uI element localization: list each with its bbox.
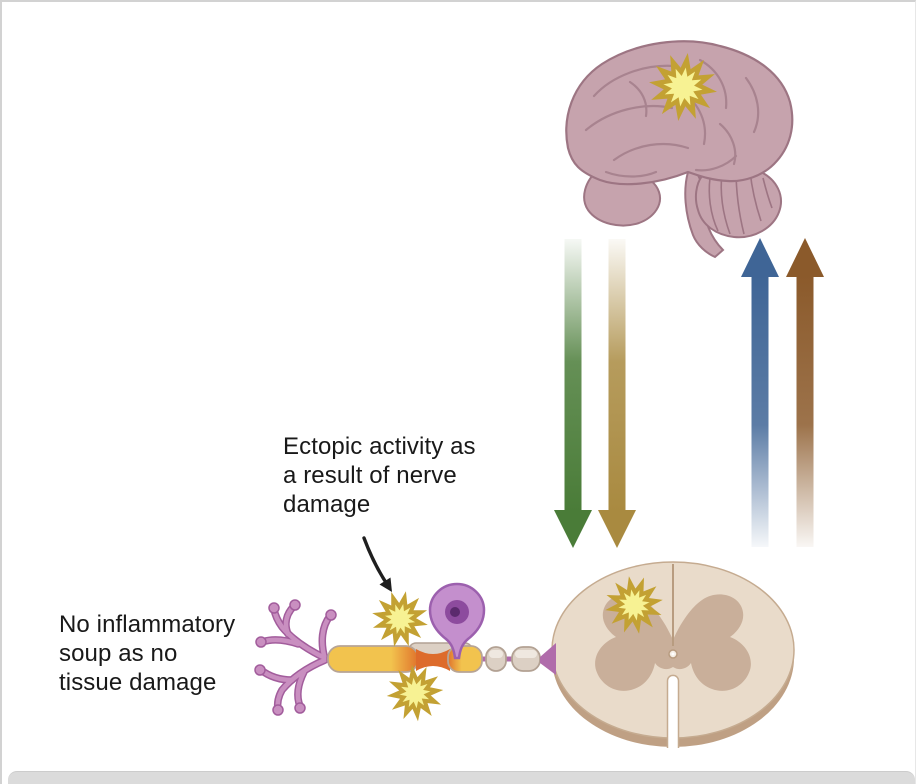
myelin-segment-left: [327, 645, 419, 673]
bottom-scrollbar[interactable]: [8, 771, 915, 784]
neuron-illustration: [254, 582, 556, 722]
cerebellum: [694, 165, 782, 239]
damage-constriction: [416, 649, 450, 671]
axon-terminal-flare: [540, 643, 556, 675]
annotation-arrow: [362, 536, 392, 592]
ectopic-burst-upper: [372, 591, 428, 647]
ectopic-burst-lower: [386, 664, 444, 722]
brain-illustration: [565, 40, 794, 259]
ascending-arrow-brown: [786, 238, 824, 547]
no-inflammatory-soup-label: No inflammatory soup as no tissue damage: [59, 611, 236, 696]
central-canal-lumen: [671, 652, 675, 656]
ascending-arrow-blue: [741, 238, 779, 547]
nucleolus: [450, 607, 460, 617]
soma: [428, 582, 486, 660]
myelin-capsules: [485, 646, 541, 672]
spinal-cord-illustration: [551, 561, 795, 748]
gyri-lines: [584, 58, 760, 178]
ventral-median-fissure: [666, 674, 680, 748]
free-nerve-endings: [254, 599, 337, 716]
descending-arrow-olive: [598, 239, 636, 548]
ectopic-burst-brain: [649, 53, 717, 121]
descending-arrow-green: [554, 239, 592, 548]
pathway-arrows: [554, 238, 824, 548]
ectopic-activity-label: Ectopic activity as a result of nerve da…: [283, 433, 476, 518]
ectopic-burst-spinal-cord: [605, 576, 663, 634]
